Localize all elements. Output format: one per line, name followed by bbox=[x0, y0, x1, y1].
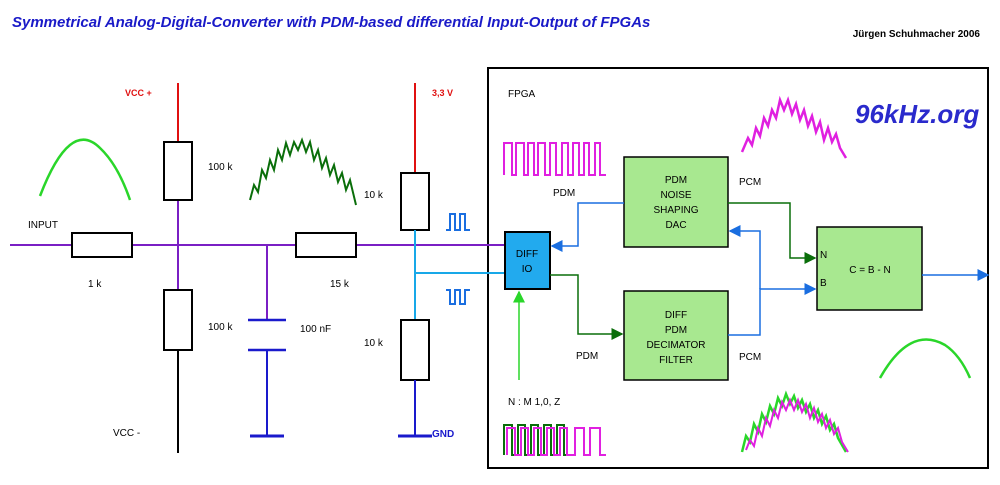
decimated-bitstream-magenta-icon bbox=[506, 427, 606, 456]
subtractor-formula: C = B - N bbox=[849, 265, 890, 276]
dac-line3: SHAPING bbox=[653, 205, 698, 216]
noise-shaping-dac-block bbox=[623, 156, 729, 248]
vcc-plus-label: VCC + bbox=[125, 88, 152, 98]
resistor-top-value: 100 k bbox=[208, 162, 233, 173]
dac-line1: PDM bbox=[665, 175, 687, 186]
gnd-label: GND bbox=[432, 429, 454, 440]
pcm-wave-icon bbox=[740, 95, 848, 159]
decimator-line1: DIFF bbox=[665, 310, 687, 321]
input-label: INPUT bbox=[28, 220, 58, 231]
pin-b-label: B bbox=[820, 278, 827, 289]
pulse-negative-icon bbox=[446, 289, 470, 305]
nm-setting-label: N : M 1,0, Z bbox=[508, 397, 560, 408]
author-credit: Jürgen Schuhmacher 2006 bbox=[853, 29, 981, 40]
diff-io-line2: IO bbox=[522, 264, 533, 275]
pdm-bitstream-icon bbox=[503, 142, 606, 176]
input-sine-wave-icon bbox=[38, 138, 132, 201]
output-noisy-wave-magenta-icon bbox=[745, 397, 849, 453]
vcc-minus-label: VCC - bbox=[113, 428, 140, 439]
capacitor-value: 100 nF bbox=[300, 324, 331, 335]
dac-line2: NOISE bbox=[660, 190, 691, 201]
output-sine-wave-icon bbox=[878, 338, 972, 379]
noisy-analog-wave-icon bbox=[249, 137, 357, 206]
pdm-label-top: PDM bbox=[553, 188, 575, 199]
decimator-line4: FILTER bbox=[659, 355, 693, 366]
pdm-label-bottom: PDM bbox=[576, 351, 598, 362]
pulse-positive-icon bbox=[446, 213, 470, 231]
dac-line4: DAC bbox=[665, 220, 686, 231]
resistor-pullup bbox=[400, 172, 430, 231]
decimator-line2: PDM bbox=[665, 325, 687, 336]
subtractor-block bbox=[816, 226, 923, 311]
page-title: Symmetrical Analog-Digital-Converter wit… bbox=[12, 14, 650, 31]
diff-io-line1: DIFF bbox=[516, 249, 538, 260]
diff-io-block bbox=[504, 231, 551, 290]
pin-n-label: N bbox=[820, 250, 827, 261]
diffio-to-decimator-arrow bbox=[550, 274, 624, 340]
fpga-boundary bbox=[487, 67, 989, 469]
fpga-label: FPGA bbox=[508, 89, 536, 100]
resistor-input-value: 1 k bbox=[88, 279, 102, 290]
resistor-input bbox=[71, 232, 133, 258]
resistor-series-value: 15 k bbox=[330, 279, 350, 290]
resistor-series bbox=[295, 232, 357, 258]
resistor-bottom-divider bbox=[163, 289, 193, 351]
resistor-top-divider bbox=[163, 141, 193, 201]
resistor-bottom-value: 100 k bbox=[208, 322, 233, 333]
decimator-to-subtractor-arrow bbox=[728, 283, 817, 336]
feedback-to-dac-arrow bbox=[728, 225, 761, 289]
dac-to-diffio-arrow bbox=[550, 202, 624, 252]
dac-to-subtractor-arrow bbox=[728, 202, 817, 264]
pcm-label-top: PCM bbox=[739, 177, 761, 188]
resistor-pulldown-value: 10 k bbox=[364, 338, 384, 349]
pcm-label-bottom: PCM bbox=[739, 352, 761, 363]
resistor-pulldown bbox=[400, 319, 430, 381]
v33-label: 3,3 V bbox=[432, 88, 453, 98]
site-logo: 96kHz.org bbox=[855, 99, 979, 129]
decimator-line3: DECIMATOR bbox=[646, 340, 705, 351]
resistor-pullup-value: 10 k bbox=[364, 190, 384, 201]
